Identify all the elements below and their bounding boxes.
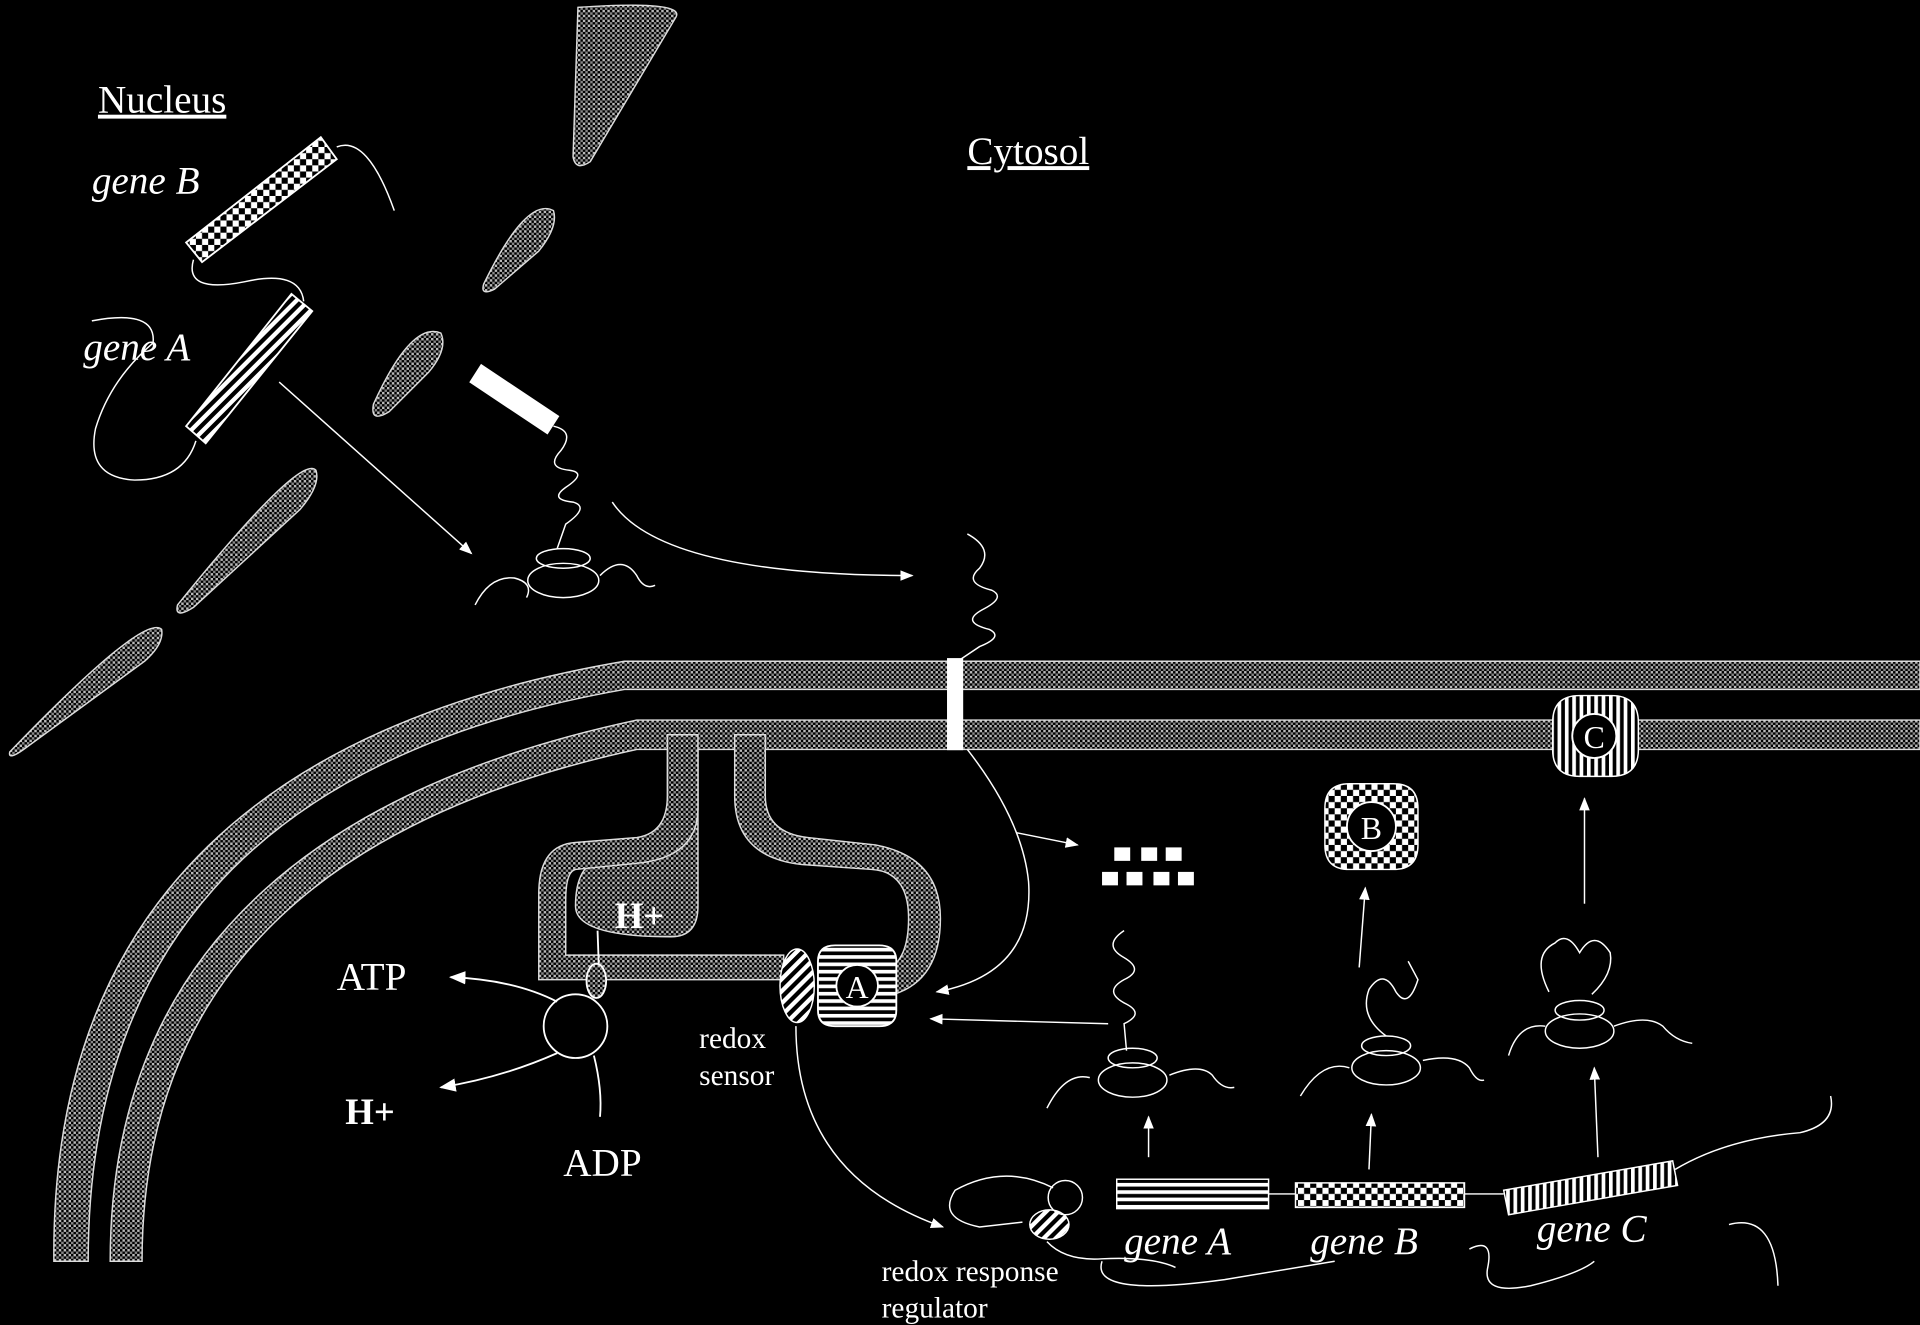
rrr-label-line1: redox response bbox=[882, 1256, 1059, 1288]
redox-sensor-label-line1: redox bbox=[699, 1023, 766, 1055]
gene-b-nucleus-label: gene B bbox=[92, 160, 200, 203]
organellar-genome bbox=[948, 1095, 1833, 1289]
gene-a-organelle-label: gene A bbox=[1124, 1220, 1232, 1263]
h-plus-top-label: H+ bbox=[615, 895, 664, 936]
redox-sensor-complex bbox=[779, 944, 945, 1229]
protein-b-c bbox=[1324, 694, 1640, 871]
organellar-translation bbox=[929, 797, 1693, 1170]
atp-label: ATP bbox=[337, 955, 407, 998]
cytosolic-translation bbox=[278, 363, 914, 606]
degradation-fragments bbox=[1102, 847, 1194, 886]
gene-a-nucleus-bar bbox=[184, 292, 314, 445]
gene-b-organelle-label: gene B bbox=[1310, 1220, 1418, 1263]
protein-c-label: C bbox=[1584, 720, 1605, 755]
nuclear-genes bbox=[91, 135, 395, 481]
gene-c-organelle-bar bbox=[1502, 1160, 1679, 1216]
redox-sensor-label-line2: sensor bbox=[699, 1060, 774, 1092]
gene-a-nucleus-label: gene A bbox=[83, 326, 191, 369]
text-labels: Nucleus Cytosol gene B gene A H+ ATP H+ … bbox=[83, 79, 1647, 1325]
atp-synthase bbox=[439, 930, 609, 1117]
gene-a-organelle-bar bbox=[1116, 1178, 1270, 1210]
ribosome-cytosol bbox=[527, 562, 600, 599]
adp-label: ADP bbox=[563, 1142, 641, 1185]
rrr-label-line2: regulator bbox=[882, 1293, 988, 1325]
gene-c-organelle-label: gene C bbox=[1537, 1208, 1648, 1251]
gene-b-organelle-bar bbox=[1294, 1182, 1466, 1209]
atp-synthase-head bbox=[542, 993, 609, 1059]
nuclear-envelope-cisternae bbox=[8, 4, 678, 757]
gene-b-nucleus-bar bbox=[184, 135, 339, 264]
exported-mrna-bar bbox=[469, 363, 560, 435]
nucleus-label: Nucleus bbox=[98, 79, 226, 122]
outer-envelope bbox=[53, 660, 1920, 1263]
protein-b-label: B bbox=[1361, 811, 1382, 846]
h-plus-bottom-label: H+ bbox=[345, 1091, 394, 1132]
redox-response-regulator-shape bbox=[1029, 1209, 1070, 1240]
redox-sensor bbox=[779, 948, 816, 1024]
cytosol-label: Cytosol bbox=[967, 130, 1089, 173]
protein-a-label: A bbox=[846, 970, 869, 1005]
protein-import bbox=[935, 533, 1079, 995]
import-channel bbox=[947, 658, 964, 751]
